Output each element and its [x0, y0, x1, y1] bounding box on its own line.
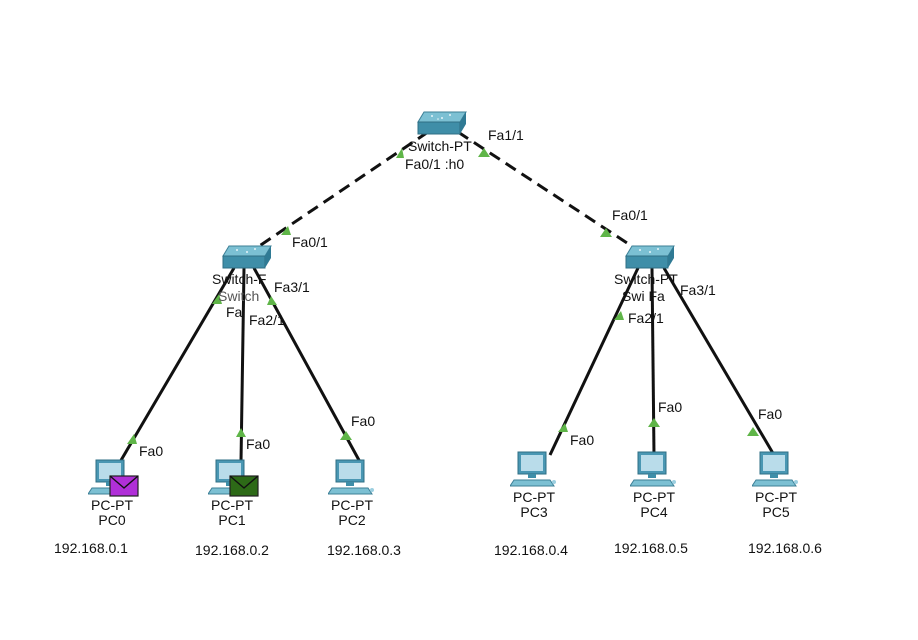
pc-icon: [629, 451, 676, 487]
pc-pc3[interactable]: [509, 450, 566, 497]
link-up-indicator: [396, 148, 404, 158]
switch-type-label: Switch-PT: [614, 271, 678, 287]
pc-type-label: PC-PT: [755, 489, 797, 505]
link-up-indicator: [478, 148, 490, 157]
pc-icon: [509, 451, 556, 487]
pc-type-label: PC-PT: [513, 489, 555, 505]
link-up-indicator: [747, 427, 759, 436]
switch-name-label: Fa0/1 :h0: [405, 156, 465, 172]
pc-pc2[interactable]: [327, 458, 384, 505]
envelope-icon[interactable]: [229, 475, 259, 497]
switch-type-label: Switch-F: [212, 271, 267, 287]
switch-icon[interactable]: [221, 244, 273, 272]
port-label: Fa0: [758, 406, 783, 422]
pc-icon: [327, 459, 374, 495]
switch-name-label: Swi Fa: [622, 288, 665, 304]
port-label: Fa3/1: [680, 282, 716, 298]
pc-pc0[interactable]: [87, 458, 144, 505]
pc-type-label: PC-PT: [91, 497, 133, 513]
link-up-indicator: [558, 423, 568, 432]
pc-icon: [87, 459, 139, 497]
port-label: Fa0/1: [612, 207, 648, 223]
link-up-indicator: [236, 428, 246, 437]
link-up-indicator: [281, 226, 291, 235]
pc-name-label: PC4: [640, 504, 668, 520]
link-core-left[interactable]: [242, 130, 429, 259]
pc-pc4[interactable]: [629, 450, 686, 497]
pc-type-label: PC-PT: [331, 497, 373, 513]
pc-type-label: PC-PT: [211, 497, 253, 513]
ip-address-label: 192.168.0.4: [494, 542, 568, 558]
port-label: Fa: [226, 304, 243, 320]
envelope-icon[interactable]: [109, 475, 139, 497]
pc-icon: [207, 459, 259, 497]
port-label: Fa0: [139, 443, 164, 459]
link-right-pc5[interactable]: [662, 267, 776, 456]
ip-address-label: 192.168.0.6: [748, 540, 822, 556]
port-label: Fa0: [246, 436, 271, 452]
pc-name-label: PC5: [762, 504, 790, 520]
port-label: Fa0: [351, 413, 376, 429]
switch-icon[interactable]: [416, 110, 468, 138]
port-label: Fa3/1: [274, 279, 310, 295]
link-up-indicator: [600, 228, 612, 237]
link-up-indicator: [127, 434, 137, 444]
link-up-indicator: [614, 311, 624, 320]
link-up-indicator: [212, 294, 222, 304]
link-core-right[interactable]: [457, 130, 651, 260]
pc-name-label: PC0: [98, 512, 126, 528]
pc-name-label: PC3: [520, 504, 548, 520]
switch-name-label: Switch: [218, 288, 260, 304]
ip-address-label: 192.168.0.1: [54, 540, 128, 556]
link-up-indicator: [267, 296, 277, 305]
ip-address-label: 192.168.0.5: [614, 540, 688, 556]
port-label: Fa2/1: [249, 312, 285, 328]
link-up-indicator: [648, 418, 660, 427]
link-up-indicator: [340, 431, 352, 440]
switch-icon[interactable]: [624, 244, 676, 272]
ip-address-label: 192.168.0.3: [327, 542, 401, 558]
pc-icon: [751, 451, 798, 487]
port-label: Fa0: [570, 432, 595, 448]
pc-type-label: PC-PT: [633, 489, 675, 505]
pc-name-label: PC2: [338, 512, 366, 528]
pc-name-label: PC1: [218, 512, 246, 528]
pc-pc1[interactable]: [207, 458, 264, 505]
ip-address-label: 192.168.0.2: [195, 542, 269, 558]
port-label: Fa2/1: [628, 310, 664, 326]
pc-pc5[interactable]: [751, 450, 808, 497]
port-label: Fa1/1: [488, 127, 524, 143]
link-left-pc2[interactable]: [252, 267, 362, 463]
port-label: Fa0/1: [292, 234, 328, 250]
port-label: Fa0: [658, 399, 683, 415]
switch-type-label: Switch-PT: [408, 138, 472, 154]
